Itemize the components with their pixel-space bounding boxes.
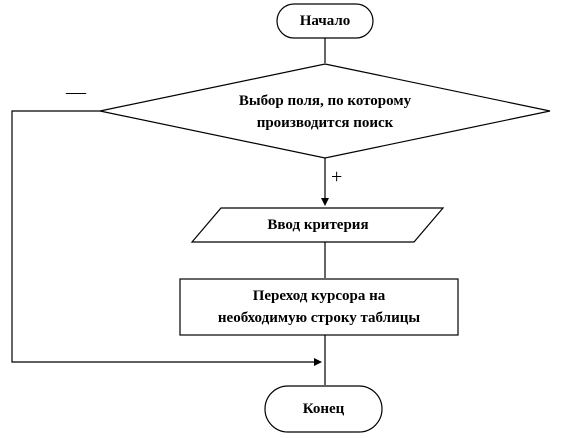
process-label-line-1: Переход курсора на: [252, 288, 386, 304]
decision-label-line-2: производится поиск: [256, 115, 394, 131]
process-rectangle: [179, 278, 459, 336]
process-label-line-2: необходимую строку таблицы: [217, 310, 421, 326]
decision-label-line-1: Выбор поля, по которому: [238, 93, 412, 109]
input-label: Ввод критерия: [267, 217, 369, 233]
end-label: Конец: [302, 401, 345, 417]
branch-no-label: —: [66, 81, 86, 103]
input-parallelogram: [190, 207, 445, 243]
decision-diamond: [99, 63, 551, 159]
connector-decision-no-branch: [11, 110, 322, 366]
branch-yes-label: +: [331, 166, 343, 188]
end-terminator: [264, 385, 383, 433]
start-label: Начало: [299, 13, 351, 29]
